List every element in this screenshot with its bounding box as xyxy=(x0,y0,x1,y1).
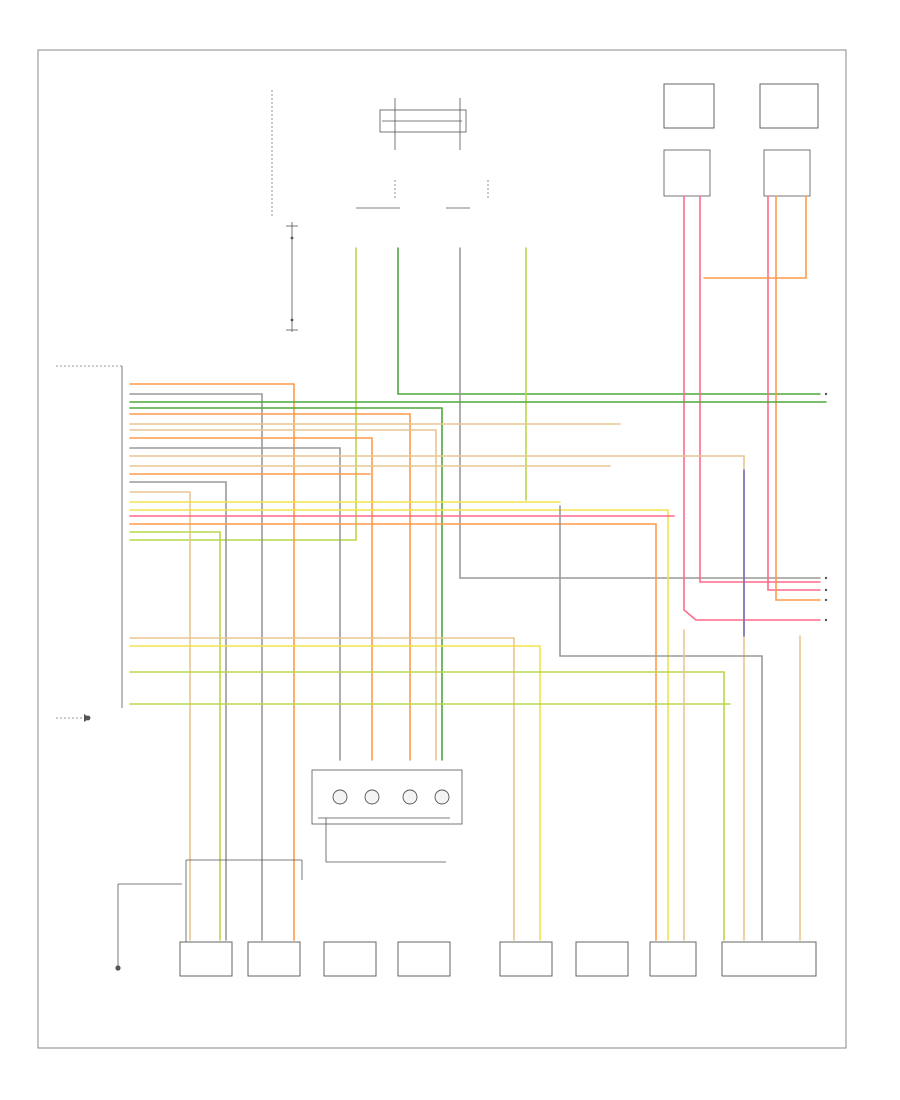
wire-grey-b xyxy=(129,447,341,761)
bottom-components xyxy=(115,859,817,977)
indicator-lamp-4 xyxy=(434,789,450,805)
wire-grey-top xyxy=(459,247,821,579)
wire-orange-e xyxy=(129,523,657,941)
sensor-1 xyxy=(179,941,233,977)
wire-orange-b xyxy=(129,413,411,761)
sensor-5 xyxy=(499,941,553,977)
wire-yellow-green-c xyxy=(129,531,221,941)
wire-orange-right-2 xyxy=(775,195,821,601)
top-right-connectors xyxy=(663,83,819,197)
wire-orange-a xyxy=(129,383,295,941)
wire-grey-c xyxy=(129,481,227,941)
wire-yellow-b xyxy=(129,509,669,941)
sensor-3 xyxy=(323,941,377,977)
wire-tan-f xyxy=(129,637,515,941)
sensor-4 xyxy=(397,941,451,977)
wire-orange-c xyxy=(129,437,373,761)
wire-yellow-green-1 xyxy=(129,247,357,541)
indicator-cluster xyxy=(311,769,463,863)
wire-pink-1 xyxy=(683,195,821,621)
wire-pink-2 xyxy=(767,195,821,591)
top-fuse-area xyxy=(271,90,298,332)
right-terminal-markers xyxy=(824,392,828,622)
wire-tan-e xyxy=(129,491,191,941)
wire-grey-d xyxy=(559,505,763,941)
wire-yellow-c xyxy=(129,645,541,941)
indicator-lamp-1 xyxy=(332,789,348,805)
sensor-7 xyxy=(649,941,697,977)
wire-yellow-green-d xyxy=(129,671,725,941)
wire-harness xyxy=(129,195,827,941)
wire-green-top xyxy=(397,247,821,395)
sensor-2 xyxy=(247,941,301,977)
sensor-6 xyxy=(575,941,629,977)
wire-orange-right xyxy=(703,195,807,279)
indicator-lamp-3 xyxy=(402,789,418,805)
wire-green-b xyxy=(129,407,443,761)
connector-right xyxy=(721,941,817,977)
top-relay-box xyxy=(356,98,489,209)
wire-tan-c xyxy=(129,455,745,941)
wire-pink-3 xyxy=(699,195,821,583)
wire-tan-b xyxy=(129,429,437,761)
indicator-lamp-2 xyxy=(364,789,380,805)
control-module xyxy=(56,365,123,722)
wire-grey-a xyxy=(129,393,263,941)
diagram-frame xyxy=(37,49,847,1049)
